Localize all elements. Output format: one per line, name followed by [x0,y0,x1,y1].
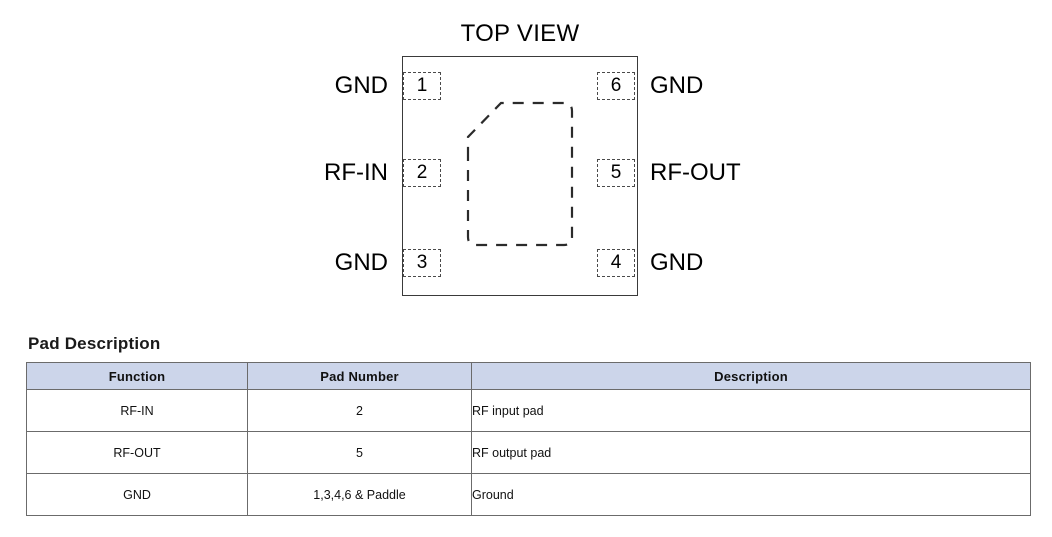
column-header-function: Function [26,362,248,390]
cell-description: RF output pad [471,431,1031,474]
package-top-view-diagram: TOP VIEW 1 2 3 4 5 6 GND RF-IN GND GND R… [324,20,741,296]
cell-description: Ground [471,473,1031,516]
pin-pad-3: 3 [403,249,441,277]
pad-description-section: Pad Description Function Pad Number Desc… [26,334,1031,516]
cell-pad-number: 2 [247,389,472,432]
cell-pad-number: 5 [247,431,472,474]
pin-label-3: GND [334,249,388,276]
pin-pad-4: 4 [597,249,635,277]
table-header-row: Function Pad Number Description [26,362,1031,390]
column-header-pad-number: Pad Number [247,362,472,390]
pin-label-6: GND [650,72,704,99]
top-view-title: TOP VIEW [460,20,580,47]
pin-label-2: RF-IN [324,159,388,186]
pin-pad-5: 5 [597,159,635,187]
pin-pad-1: 1 [403,72,441,100]
cell-function: RF-OUT [26,431,248,474]
cell-function: GND [26,473,248,516]
package-outline [402,56,638,296]
column-header-description: Description [471,362,1031,390]
pad-description-heading: Pad Description [28,334,161,353]
table-row: RF-OUT 5 RF output pad [26,431,1031,474]
pin-label-4: GND [650,249,704,276]
pin-label-5: RF-OUT [650,159,741,186]
cell-pad-number: 1,3,4,6 & Paddle [247,473,472,516]
pad-description-table: Function Pad Number Description RF-IN 2 … [26,362,1031,516]
pin-pad-2: 2 [403,159,441,187]
pin-pad-6: 6 [597,72,635,100]
pin-label-1: GND [334,72,388,99]
cell-function: RF-IN [26,389,248,432]
table-row: RF-IN 2 RF input pad [26,389,1031,432]
cell-description: RF input pad [471,389,1031,432]
exposed-paddle-icon [466,101,574,247]
table-row: GND 1,3,4,6 & Paddle Ground [26,473,1031,516]
